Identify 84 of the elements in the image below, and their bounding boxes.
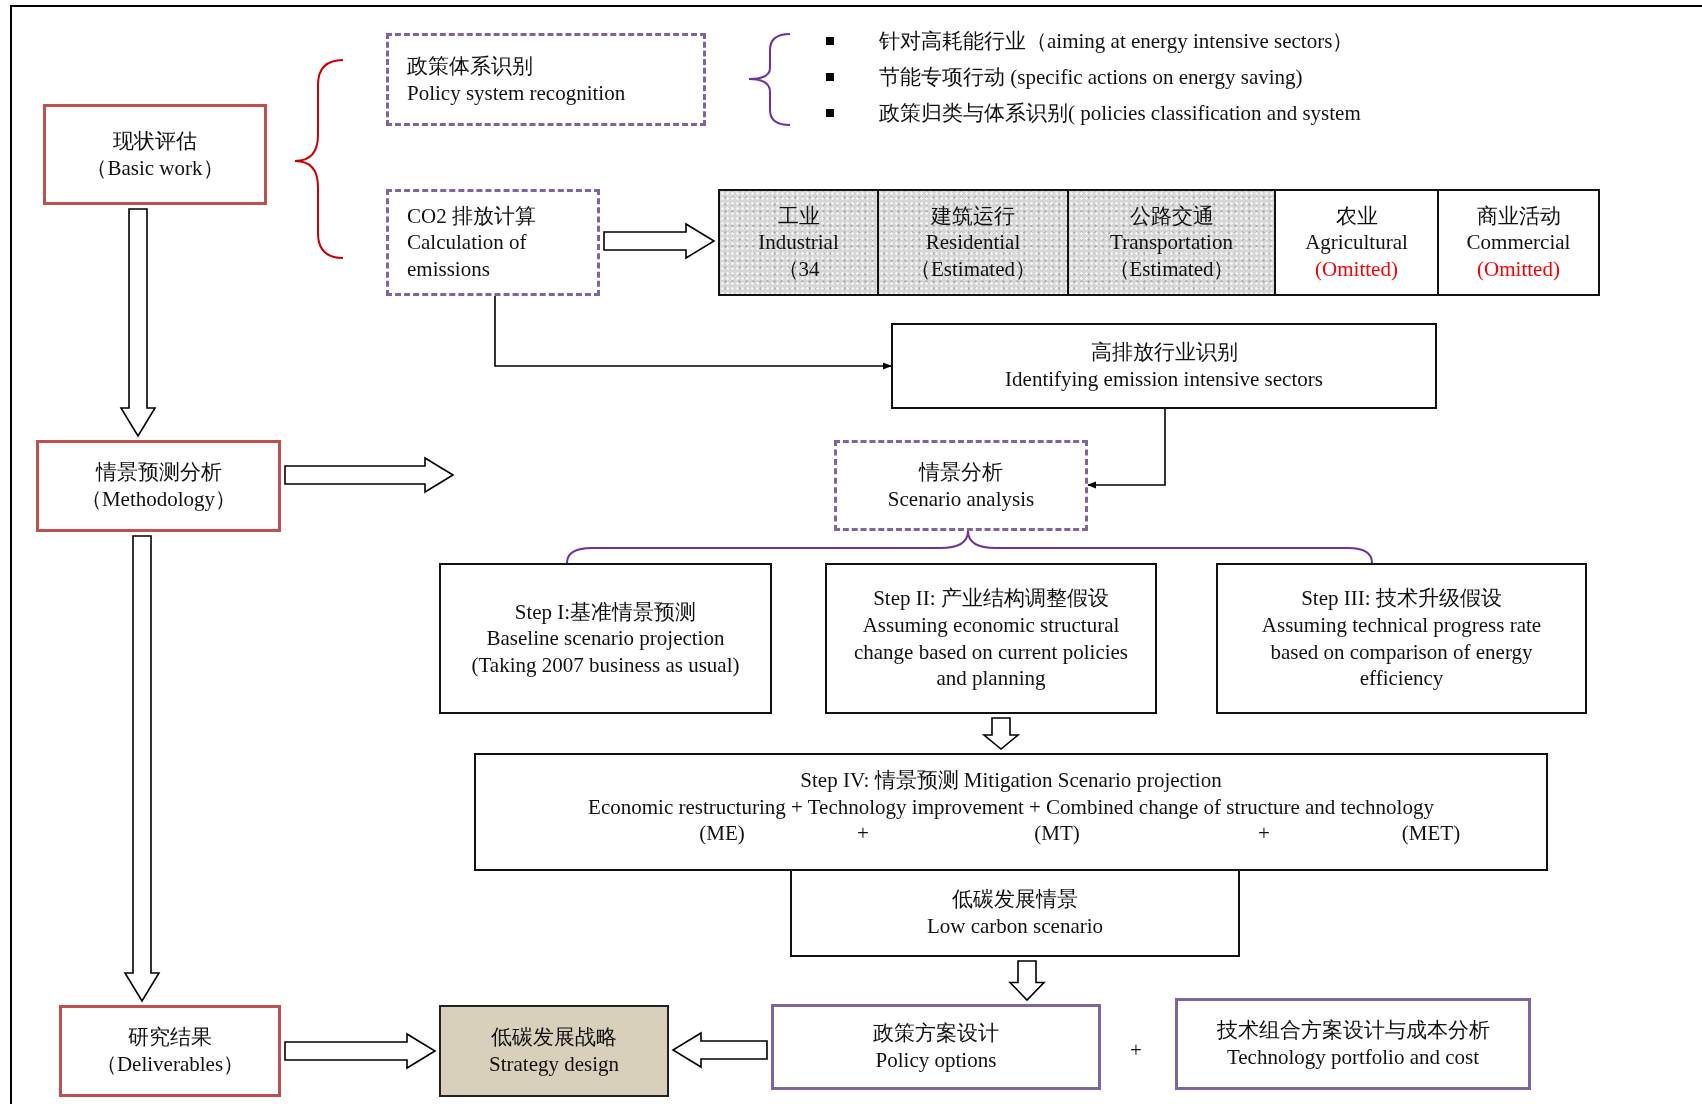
box-heading: 低碳发展战略 bbox=[491, 1024, 617, 1051]
block-arrow bbox=[603, 222, 716, 260]
box-heading: CO2 排放计算 bbox=[407, 202, 536, 230]
process-box bbox=[1216, 563, 1587, 714]
box-text: + bbox=[1258, 820, 1270, 847]
box-text: Residential bbox=[925, 229, 1021, 256]
block-arrow bbox=[119, 208, 157, 438]
box-heading: Step III: 技术升级假设 bbox=[1301, 585, 1502, 612]
box-heading: 技术组合方案设计与成本分析 bbox=[1216, 1017, 1490, 1044]
bullet-text: 政策归类与体系识别( policies classification and system bbox=[879, 101, 1361, 127]
arrow bbox=[494, 295, 892, 370]
box-heading: 政策方案设计 bbox=[873, 1020, 999, 1047]
box-text: (Omitted) bbox=[1477, 255, 1560, 283]
stage-box bbox=[59, 1005, 281, 1097]
block-arrow bbox=[1008, 960, 1046, 1002]
block-arrow bbox=[284, 456, 455, 494]
box-heading: Step II: 产业结构调整假设 bbox=[873, 585, 1109, 612]
sector-cell bbox=[718, 189, 879, 296]
output-box bbox=[1175, 998, 1531, 1090]
process-box bbox=[891, 323, 1437, 409]
box-text: Assuming economic structural change based on current policies and planning bbox=[852, 611, 1130, 692]
sector-cell bbox=[877, 189, 1069, 296]
box-heading: 低碳发展情景 bbox=[952, 886, 1078, 913]
box-text: + bbox=[857, 820, 869, 847]
box-heading: 建筑运行 bbox=[931, 202, 1015, 230]
box-text: Low carbon scenario bbox=[926, 913, 1104, 940]
box-text: (ME) bbox=[699, 820, 745, 847]
box-heading: Step IV: 情景预测 Mitigation Scenario projection bbox=[800, 767, 1222, 794]
block-arrow bbox=[671, 1031, 768, 1069]
block-arrow bbox=[284, 1032, 437, 1070]
box-text: Scenario analysis bbox=[887, 485, 1035, 513]
block-arrow bbox=[981, 717, 1021, 751]
sector-cell bbox=[1067, 189, 1276, 296]
arrow bbox=[1087, 408, 1166, 489]
process-box bbox=[1274, 189, 1439, 296]
box-text: （Estimated） bbox=[1108, 255, 1235, 283]
box-heading: 公路交通 bbox=[1129, 202, 1214, 230]
box-heading: 情景预测分析 bbox=[95, 459, 222, 486]
box-heading: 政策体系识别 bbox=[407, 52, 533, 80]
box-text: (Omitted) bbox=[1315, 255, 1398, 283]
process-box bbox=[834, 440, 1088, 531]
process-box bbox=[474, 753, 1548, 871]
stage-box bbox=[43, 104, 267, 205]
box-heading: 情景分析 bbox=[919, 458, 1003, 486]
box-text: Transportation bbox=[1110, 229, 1233, 256]
bullet-text: 节能专项行动 (specific actions on energy saving) bbox=[879, 65, 1303, 91]
box-text: Assuming technical progress rate based on comparison of energy efficiency bbox=[1260, 611, 1543, 692]
bullet-text: 针对高耗能行业（aiming at energy intensive sectors） bbox=[879, 29, 1354, 55]
box-heading: 现状评估 bbox=[113, 127, 197, 155]
box-text: Industrial bbox=[758, 229, 839, 256]
plus-sign: + bbox=[1130, 1038, 1142, 1064]
box-text: Calculation of emissions bbox=[407, 229, 528, 283]
box-text: Economic restructuring + Technology improvement + Combined change of structure and technology bbox=[588, 793, 1434, 821]
box-text: （34 bbox=[777, 255, 820, 283]
process-box bbox=[386, 33, 706, 126]
box-text: （Deliverables） bbox=[95, 1051, 245, 1078]
process-box bbox=[439, 563, 772, 714]
box-text: Strategy design bbox=[488, 1051, 620, 1078]
process-box bbox=[790, 869, 1240, 957]
box-text: （Basic work） bbox=[86, 154, 224, 182]
stage-box bbox=[36, 440, 281, 532]
box-text: Agricultural bbox=[1305, 229, 1408, 256]
box-text: Baseline scenario projection (Taking 2007 business as usual) bbox=[470, 625, 741, 679]
box-text: Identifying emission intensive sectors bbox=[1005, 366, 1323, 393]
box-heading: 研究结果 bbox=[128, 1024, 212, 1051]
box-heading: 工业 bbox=[777, 202, 820, 230]
output-box bbox=[771, 1004, 1101, 1090]
box-heading: 商业活动 bbox=[1476, 202, 1561, 230]
box-heading: Step I:基准情景预测 bbox=[514, 598, 697, 626]
box-heading: 高排放行业识别 bbox=[1090, 339, 1238, 366]
box-text: Technology portfolio and cost bbox=[1226, 1044, 1480, 1071]
box-text: （Estimated） bbox=[910, 255, 1036, 283]
box-heading: 农业 bbox=[1335, 202, 1378, 230]
box-text: Commercial bbox=[1466, 229, 1571, 256]
strategy-box bbox=[439, 1005, 669, 1097]
process-box bbox=[386, 189, 600, 296]
box-text: Policy options bbox=[875, 1047, 997, 1074]
box-text: (MET) bbox=[1401, 820, 1461, 847]
process-box bbox=[825, 563, 1157, 714]
box-text: Policy system recognition bbox=[407, 79, 626, 107]
box-text: （Methodology） bbox=[80, 486, 237, 513]
block-arrow bbox=[123, 535, 161, 1003]
box-text: (MT) bbox=[1034, 820, 1080, 847]
process-box bbox=[1437, 189, 1600, 296]
